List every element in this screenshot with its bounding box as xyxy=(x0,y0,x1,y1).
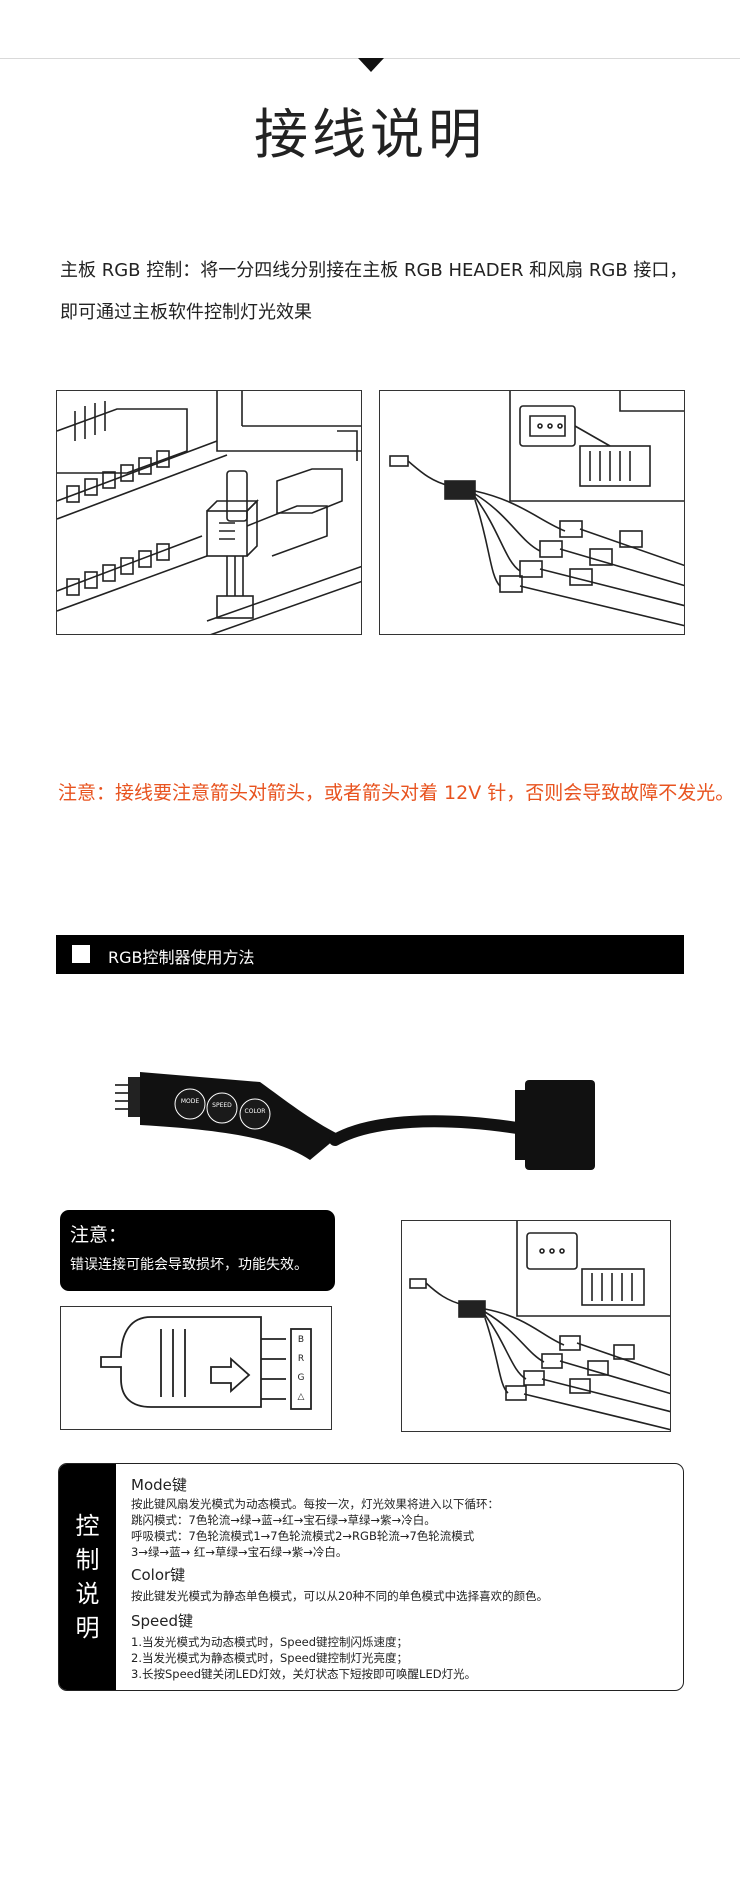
speed-key-title: Speed键 xyxy=(131,1612,194,1630)
square-icon xyxy=(72,945,90,963)
notice-card xyxy=(60,1210,335,1291)
pin-label-arrow: △ xyxy=(297,1392,305,1402)
color-key-description: 按此键发光模式为静态单色模式，可以从20种不同的单色模式中选择喜欢的颜色。 xyxy=(131,1589,549,1603)
section-header-bar xyxy=(56,935,684,974)
rgb-controller-image: MODE SPEED COLOR xyxy=(110,1060,610,1190)
notice-body: 错误连接可能会导致损坏，功能失效。 xyxy=(70,1257,308,1273)
control-side-title: 控 制 说 明 xyxy=(75,1512,100,1642)
mode-button-label: MODE xyxy=(180,1098,200,1105)
pin-label-g: G xyxy=(297,1373,305,1383)
down-triangle-icon xyxy=(358,58,384,72)
notice-heading: 注意： xyxy=(70,1224,128,1246)
intro-line-2: 即可通过主板软件控制灯光效果 xyxy=(60,302,312,323)
splitter-illustration xyxy=(379,390,685,635)
speed-key-description: 1.当发光模式为动态模式时，Speed键控制闪烁速度； 2.当发光模式为静态模式… xyxy=(131,1635,477,1681)
color-key-title: Color键 xyxy=(131,1566,186,1584)
pin-label-r: R xyxy=(297,1354,305,1364)
wiring-warning: 注意：接线要注意箭头对箭头，或者箭头对着 12V 针，否则会导致故障不发光。 xyxy=(58,782,735,804)
color-button-label: COLOR xyxy=(244,1108,266,1115)
intro-line-1: 主板 RGB 控制：将一分四线分别接在主板 RGB HEADER 和风扇 RGB… xyxy=(60,260,688,281)
page-title: 接线说明 xyxy=(254,103,486,166)
control-instructions-box: 控 制 说 明 Mode键 按此键风扇发光模式为动态模式。每按一次，灯光效果将进… xyxy=(58,1463,684,1691)
speed-button-label: SPEED xyxy=(212,1102,232,1109)
control-side-panel xyxy=(59,1464,116,1690)
motherboard-header-illustration xyxy=(56,390,362,635)
mode-key-title: Mode键 xyxy=(131,1476,187,1494)
splitter-illustration-2 xyxy=(401,1220,671,1432)
section-title: RGB控制器使用方法 xyxy=(108,948,255,967)
mode-key-description: 按此键风扇发光模式为动态模式。每按一次，灯光效果将进入以下循环： 跳闪模式：7色… xyxy=(131,1497,499,1559)
pin-label-b: B xyxy=(297,1335,305,1345)
connector-pin-diagram: B R G △ xyxy=(60,1306,332,1430)
